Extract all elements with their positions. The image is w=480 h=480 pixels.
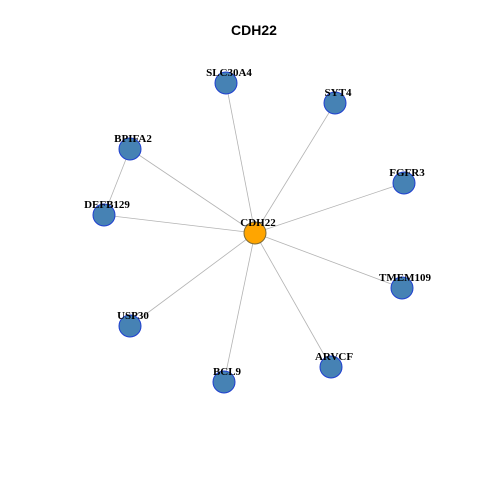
edge-cdh22-tmem109 [254, 232, 403, 289]
node-bpifa2 [118, 137, 142, 161]
node-slc30a4 [214, 71, 238, 95]
diagram-title: CDH22 [231, 22, 277, 38]
node-arvcf [319, 355, 343, 379]
node-label-arvcf: ARVCF [315, 351, 353, 363]
node-bcl9 [212, 370, 236, 394]
node-tmem109 [390, 276, 414, 300]
edge-cdh22-arvcf [254, 232, 332, 368]
node-usp30 [118, 314, 142, 338]
edge-cdh22-bcl9 [223, 232, 256, 383]
node-cdh22 [243, 221, 267, 245]
edges-layer [103, 82, 405, 383]
node-label-cdh22: CDH22 [240, 217, 276, 229]
nodes-layer [92, 71, 416, 394]
node-fgfr3 [392, 171, 416, 195]
node-label-defb129: DEFB129 [84, 199, 130, 211]
node-label-slc30a4: SLC30A4 [206, 67, 252, 79]
edge-cdh22-fgfr3 [254, 182, 405, 234]
edge-cdh22-syt4 [254, 102, 336, 234]
edge-cdh22-usp30 [129, 232, 256, 327]
node-defb129 [92, 203, 116, 227]
node-syt4 [323, 91, 347, 115]
node-label-syt4: SYT4 [325, 87, 352, 99]
edge-cdh22-defb129 [103, 214, 256, 234]
labels-layer: CDH22 SLC30A4SYT4BPIFA2FGFR3DEFB129TMEM10… [84, 67, 431, 378]
edge-bpifa2-defb129 [103, 148, 131, 216]
node-label-bpifa2: BPIFA2 [114, 133, 152, 145]
node-label-bcl9: BCL9 [213, 366, 242, 378]
node-label-tmem109: TMEM109 [379, 272, 431, 284]
edge-cdh22-bpifa2 [129, 148, 256, 234]
node-label-fgfr3: FGFR3 [389, 167, 425, 179]
node-label-usp30: USP30 [117, 310, 149, 322]
edge-cdh22-slc30a4 [225, 82, 256, 234]
